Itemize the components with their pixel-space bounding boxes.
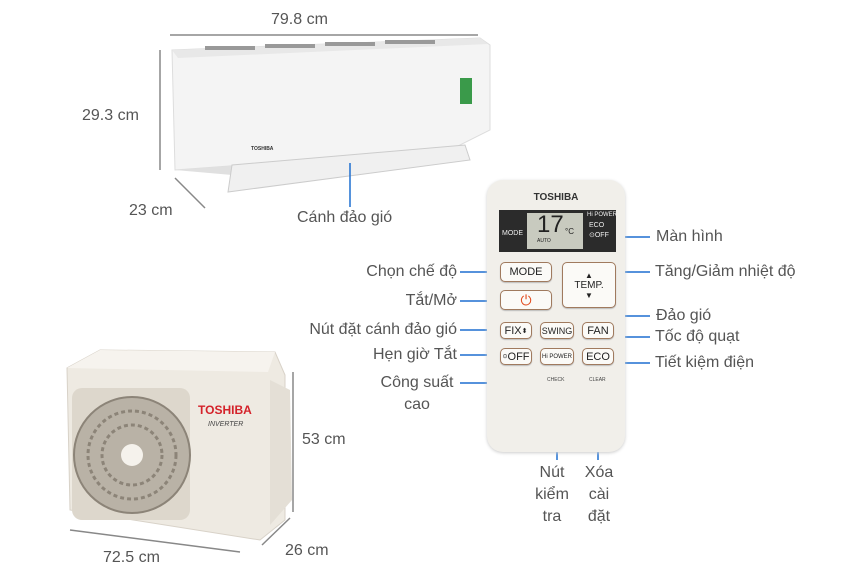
off-label: OFF bbox=[507, 350, 530, 363]
display-auto: AUTO bbox=[537, 238, 551, 244]
callout-hipower-1: Công suất bbox=[380, 374, 454, 391]
callout-fan: Tốc độ quạt bbox=[655, 328, 740, 345]
outdoor-height-label: 53 cm bbox=[302, 431, 346, 448]
remote-brand: TOSHIBA bbox=[533, 192, 579, 203]
outdoor-width-label: 72.5 cm bbox=[103, 549, 160, 566]
fix-button[interactable]: FIX⬍ bbox=[500, 322, 532, 339]
temp-label: TEMP. bbox=[574, 279, 604, 291]
hipower-button[interactable]: Hi POWER bbox=[540, 348, 574, 365]
indoor-unit bbox=[171, 37, 491, 193]
callout-eco: Tiết kiệm điện bbox=[655, 354, 754, 371]
indoor-height-label: 29.3 cm bbox=[82, 107, 139, 124]
remote-control: TOSHIBA MODE 17 °C AUTO Hi POWER ECO ⊙OF… bbox=[487, 180, 625, 452]
callout-mode: Chọn chế độ bbox=[366, 263, 457, 280]
display-temp: 17 bbox=[537, 211, 564, 238]
power-button[interactable]: ⏻ bbox=[500, 290, 552, 310]
temp-button[interactable]: ▲TEMP.▼ bbox=[562, 262, 616, 308]
indoor-brand-logo: TOSHIBA bbox=[251, 146, 274, 152]
outdoor-depth-label: 26 cm bbox=[285, 542, 329, 559]
display-hipower: Hi POWER bbox=[587, 212, 617, 218]
display-mode: MODE bbox=[502, 230, 523, 237]
check-button[interactable]: CHECK bbox=[547, 377, 565, 383]
outdoor-unit bbox=[66, 349, 292, 541]
fan-button[interactable]: FAN bbox=[582, 322, 614, 339]
display-unit: °C bbox=[565, 227, 574, 236]
callout-clear-3: đặt bbox=[587, 508, 611, 525]
remote-display: MODE 17 °C AUTO Hi POWER ECO ⊙OFF bbox=[499, 210, 617, 252]
callout-temp: Tăng/Giảm nhiệt độ bbox=[655, 263, 796, 280]
swing-button[interactable]: SWING bbox=[540, 322, 574, 339]
clock-icon: ⊙ bbox=[502, 354, 508, 360]
dimension-lines bbox=[69, 34, 478, 553]
callout-check-3: tra bbox=[542, 508, 562, 525]
louver-label: Cánh đảo gió bbox=[297, 209, 393, 226]
indoor-width-label: 79.8 cm bbox=[271, 11, 328, 28]
callout-power: Tắt/Mở bbox=[405, 292, 457, 309]
callout-clear-2: cài bbox=[588, 486, 610, 503]
callout-clear-1: Xóa bbox=[584, 464, 614, 481]
power-icon: ⏻ bbox=[520, 291, 532, 308]
callout-fix: Nút đặt cánh đảo gió bbox=[309, 321, 457, 338]
callout-check-1: Nút bbox=[539, 464, 565, 481]
indoor-depth-label: 23 cm bbox=[129, 202, 173, 219]
arrow-up-icon: ▲ bbox=[585, 270, 593, 280]
up-down-icon: ⬍ bbox=[521, 327, 528, 335]
display-eco: ECO bbox=[589, 222, 605, 229]
display-off: ⊙OFF bbox=[589, 232, 609, 239]
arrow-down-icon: ▼ bbox=[585, 290, 593, 300]
eco-button[interactable]: ECO bbox=[582, 348, 614, 365]
callout-timer: Hẹn giờ Tắt bbox=[372, 346, 457, 363]
off-timer-button[interactable]: ⊙OFF bbox=[500, 348, 532, 365]
mode-button[interactable]: MODE bbox=[500, 262, 552, 282]
callout-hipower-2: cao bbox=[404, 396, 430, 413]
clear-button[interactable]: CLEAR bbox=[589, 377, 606, 383]
fix-label: FIX bbox=[504, 324, 522, 337]
callout-swing: Đảo gió bbox=[656, 307, 712, 324]
callout-check-2: kiểm bbox=[535, 486, 569, 503]
outdoor-inverter-label: INVERTER bbox=[208, 421, 244, 428]
outdoor-brand-logo: TOSHIBA bbox=[198, 403, 252, 417]
callout-display: Màn hình bbox=[656, 228, 723, 245]
